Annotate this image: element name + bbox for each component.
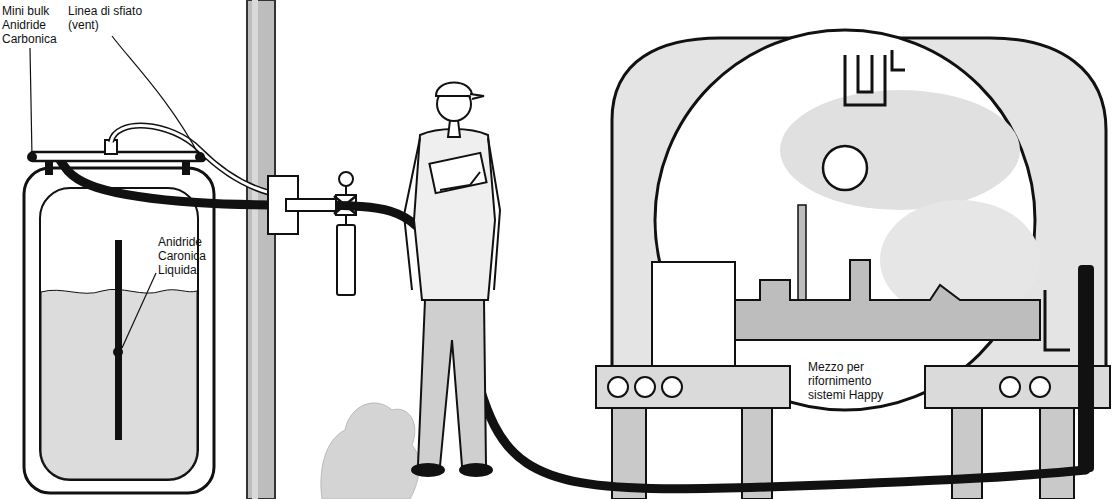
illustration-part <box>334 196 356 214</box>
tank-handle <box>30 140 205 175</box>
illustration-part <box>470 94 484 99</box>
illustration-part <box>24 168 214 493</box>
node-text: Mezzo per rifornimento sistemi Happy <box>808 360 900 402</box>
illustration-part <box>1045 290 1070 350</box>
illustration-part <box>404 138 420 290</box>
valve-assembly <box>268 172 356 295</box>
illustration-part <box>414 129 495 300</box>
illustration-part <box>823 146 867 190</box>
illustration-part <box>892 50 905 70</box>
illustration-part <box>608 377 628 397</box>
illustration-part <box>40 188 198 480</box>
illustration-part <box>105 140 117 154</box>
illustration-part <box>437 87 471 121</box>
leader-lines <box>30 36 200 157</box>
truck-hose-riser <box>1078 265 1094 472</box>
illustration-part <box>113 347 123 357</box>
illustration-part <box>780 90 1020 210</box>
illustration-part <box>700 260 1040 340</box>
illustration-part <box>635 377 655 397</box>
illustration-part <box>418 300 486 466</box>
illustration-part <box>337 225 355 295</box>
callout-label: Linea di sfiato (vent) <box>68 4 160 32</box>
node-outline <box>590 28 1110 470</box>
illustration-part <box>336 195 356 215</box>
tank-body <box>24 168 214 493</box>
illustration-part <box>845 55 885 105</box>
illustration-part <box>321 403 419 499</box>
illustration-part <box>1000 377 1020 397</box>
illustration-part <box>27 152 37 162</box>
wall-post <box>247 0 275 499</box>
illustration-part <box>45 161 53 175</box>
truck-node: Mezzo per rifornimento sistemi Happy <box>590 28 1110 470</box>
illustration-part <box>339 172 353 186</box>
operator-figure <box>404 83 500 477</box>
node-text: Anidride Caronica Liquida <box>158 235 216 277</box>
illustration-part <box>429 153 486 193</box>
illustration-part <box>662 377 682 397</box>
illustration-part <box>440 172 480 190</box>
illustration-part <box>1030 377 1050 397</box>
illustration-part <box>112 36 200 157</box>
illustration-part <box>247 0 275 499</box>
hose-connector <box>60 160 1086 489</box>
illustration-part <box>412 464 444 476</box>
illustration-part <box>286 199 336 211</box>
illustration-part <box>1040 408 1074 499</box>
illustration-part <box>952 408 982 499</box>
illustration-part <box>448 120 460 137</box>
node-outline <box>22 160 217 495</box>
illustration-part <box>1078 265 1094 472</box>
truck-body <box>596 30 1110 499</box>
illustration-part <box>30 152 205 161</box>
illustration-part <box>195 152 205 162</box>
illustration-part <box>268 176 298 234</box>
callout-label: Mini bulk Anidride Carbonica <box>2 4 66 46</box>
bush <box>321 403 419 499</box>
illustration-part <box>111 126 286 196</box>
illustration-part <box>345 215 347 225</box>
tank-node: Anidride Caronica Liquida <box>22 160 217 495</box>
illustration-part <box>182 161 190 175</box>
illustration-part <box>612 408 646 499</box>
callout-dots <box>27 152 205 162</box>
illustration-part <box>122 273 156 348</box>
illustration-part <box>925 366 1110 408</box>
illustration-part <box>460 464 492 476</box>
illustration-part <box>345 186 347 195</box>
illustration-part <box>252 0 258 499</box>
illustration-part <box>111 126 286 196</box>
illustration-part <box>30 48 32 157</box>
illustration-part <box>115 240 122 440</box>
illustration-part <box>436 83 472 97</box>
illustration-part <box>488 138 500 290</box>
illustration-part <box>596 366 790 408</box>
vent-line <box>111 126 286 196</box>
illustration-part <box>742 408 772 499</box>
